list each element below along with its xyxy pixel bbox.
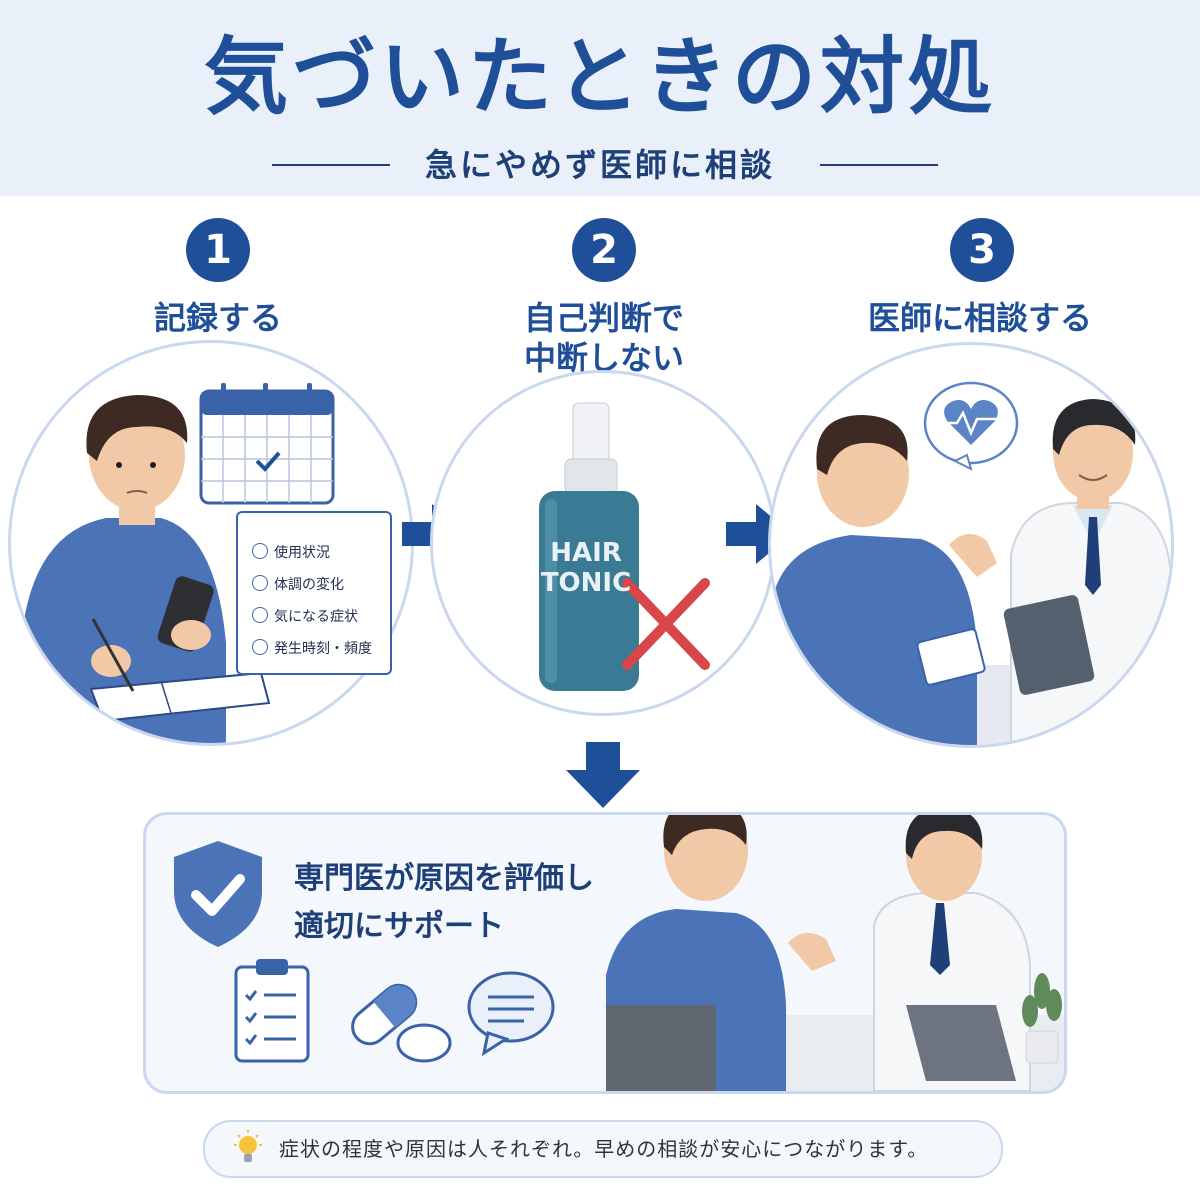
checklist-card: 使用状況 体調の変化 気になる症状 発生時刻・頻度 — [236, 511, 392, 675]
result-text-line1: 専門医が原因を評価し — [294, 861, 594, 896]
spray-bottle — [539, 402, 639, 691]
shield-check-icon — [174, 841, 262, 947]
check-icon — [252, 543, 268, 559]
consultation-scene — [606, 815, 1064, 1091]
smartphone-icon — [157, 576, 214, 652]
calendar-icon — [199, 383, 335, 505]
subtitle-rule-left — [272, 164, 390, 166]
step-3-label: 医師に相談する — [867, 299, 1092, 337]
step-1-number: 1 — [186, 218, 250, 282]
bottle-label-line2: TONIC — [540, 568, 632, 598]
subtitle-rule-right — [820, 164, 938, 166]
tip-text: 症状の程度や原因は人それぞれ。早めの相談が安心につながります。 — [279, 1137, 929, 1161]
doctor-hair — [1052, 399, 1136, 455]
checklist-item: 発生時刻・頻度 — [252, 639, 372, 659]
plant — [1022, 973, 1062, 1027]
clipboard-icon — [234, 959, 310, 1063]
lightbulb-icon — [234, 1130, 262, 1162]
header-banner: 気づいたときの対処 急にやめず医師に相談 — [0, 0, 1200, 196]
step-3-illustration — [768, 342, 1174, 748]
checklist-item: 体調の変化 — [252, 575, 344, 595]
patient-notepad — [916, 628, 986, 686]
heart-pulse-icon — [923, 381, 1019, 471]
tip-banner: 症状の程度や原因は人それぞれ。早めの相談が安心につながります。 — [203, 1120, 1003, 1178]
bottle-label-line1: HAIR — [550, 538, 622, 568]
cross-icon — [622, 578, 710, 670]
check-icon — [252, 575, 268, 591]
checklist-item: 気になる症状 — [252, 607, 358, 627]
bottle-body — [539, 491, 639, 691]
step-1-label: 記録する — [153, 299, 282, 337]
check-icon — [252, 607, 268, 623]
page-title: 気づいたときの対処 — [203, 28, 996, 126]
tablet — [1003, 595, 1095, 695]
result-text: 専門医が原因を評価し 適切にサポート — [294, 855, 594, 951]
step-2-number: 2 — [572, 218, 636, 282]
result-text-line2: 適切にサポート — [294, 909, 504, 944]
arrow-down-icon — [566, 742, 640, 808]
page-subtitle: 急にやめず医師に相談 — [424, 146, 775, 184]
person-hair — [86, 395, 188, 461]
doctor-tie — [1085, 517, 1101, 595]
check-icon — [252, 639, 268, 655]
chat-bubble-icon — [467, 971, 555, 1057]
pill-icon — [351, 983, 452, 1063]
checklist-item: 使用状況 — [252, 543, 330, 563]
step-1-illustration — [8, 340, 414, 746]
laptop — [906, 1005, 1016, 1081]
pen — [91, 618, 135, 692]
doctor-hand — [949, 533, 997, 577]
subtitle-row: 急にやめず医師に相談 — [0, 140, 1200, 190]
result-panel: 専門医が原因を評価し 適切にサポート — [143, 812, 1067, 1094]
patient-hair — [816, 415, 908, 475]
step-3-number: 3 — [950, 218, 1014, 282]
chair — [606, 1005, 716, 1091]
step-2-illustration — [430, 370, 776, 716]
arrow-right-icon — [726, 504, 792, 564]
step-2-label-line1: 自己判断で — [523, 299, 684, 337]
